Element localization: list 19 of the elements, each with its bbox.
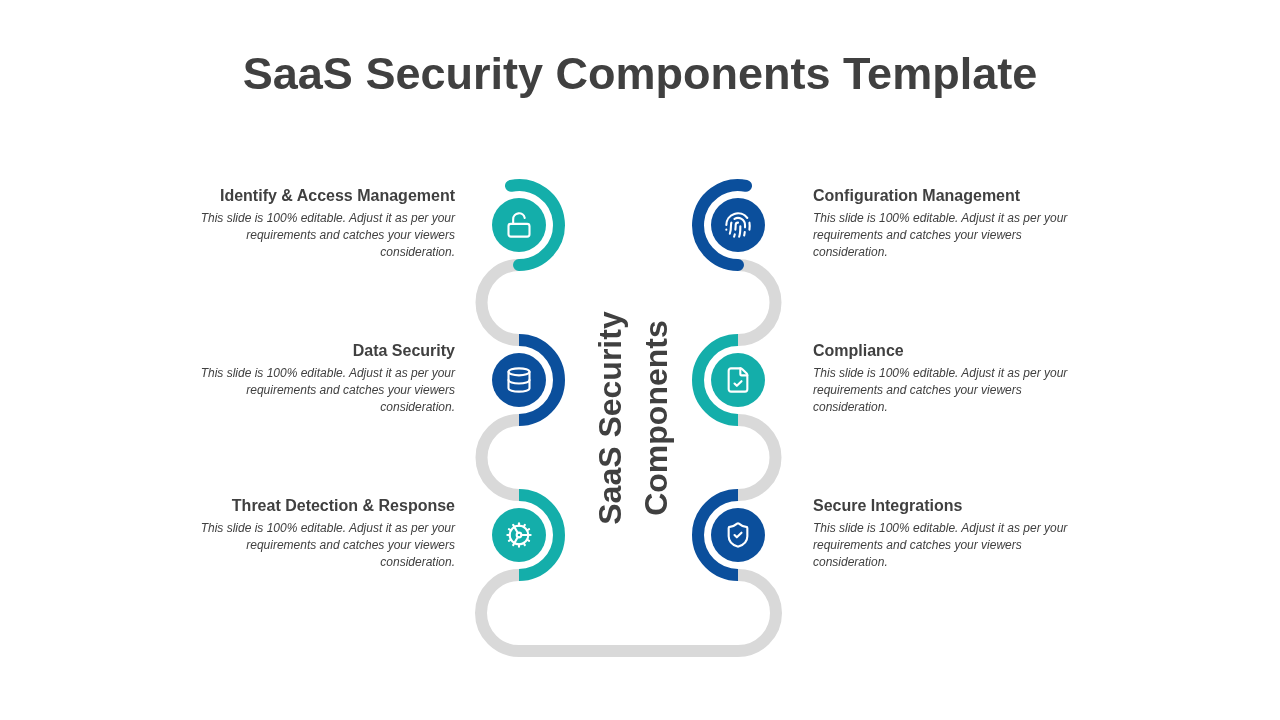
connector-track: [475, 569, 782, 657]
item-heading: Threat Detection & Response: [230, 497, 455, 515]
item-heading: Compliance: [813, 342, 905, 360]
item-description: This slide is 100% editable. Adjust it as per your requirements and catches your viewers consideration.: [813, 365, 1069, 416]
item-description: This slide is 100% editable. Adjust it as per your requirements and catches your viewers consideration.: [199, 365, 455, 416]
connector-track: [475, 414, 520, 501]
item-description: This slide is 100% editable. Adjust it as per your requirements and catches your viewers consideration.: [813, 210, 1069, 261]
center-label: SaaS Security Components: [591, 310, 675, 527]
item-description: This slide is 100% editable. Adjust it as per your requirements and catches your viewers consideration.: [199, 520, 455, 571]
item-heading: Configuration Management: [813, 187, 1022, 205]
item-description: This slide is 100% editable. Adjust it as per your requirements and catches your viewers consideration.: [813, 520, 1069, 571]
connector-track: [737, 259, 782, 346]
item-heading: Data Security: [351, 342, 455, 360]
item-description: This slide is 100% editable. Adjust it as per your requirements and catches your viewers consideration.: [199, 210, 455, 261]
connector-track: [475, 259, 520, 346]
item-heading: Secure Integrations: [813, 497, 964, 515]
title: SaaS Security Components Template: [241, 48, 1039, 100]
connector-track: [737, 414, 782, 501]
item-heading: Identify & Access Management: [218, 187, 455, 205]
